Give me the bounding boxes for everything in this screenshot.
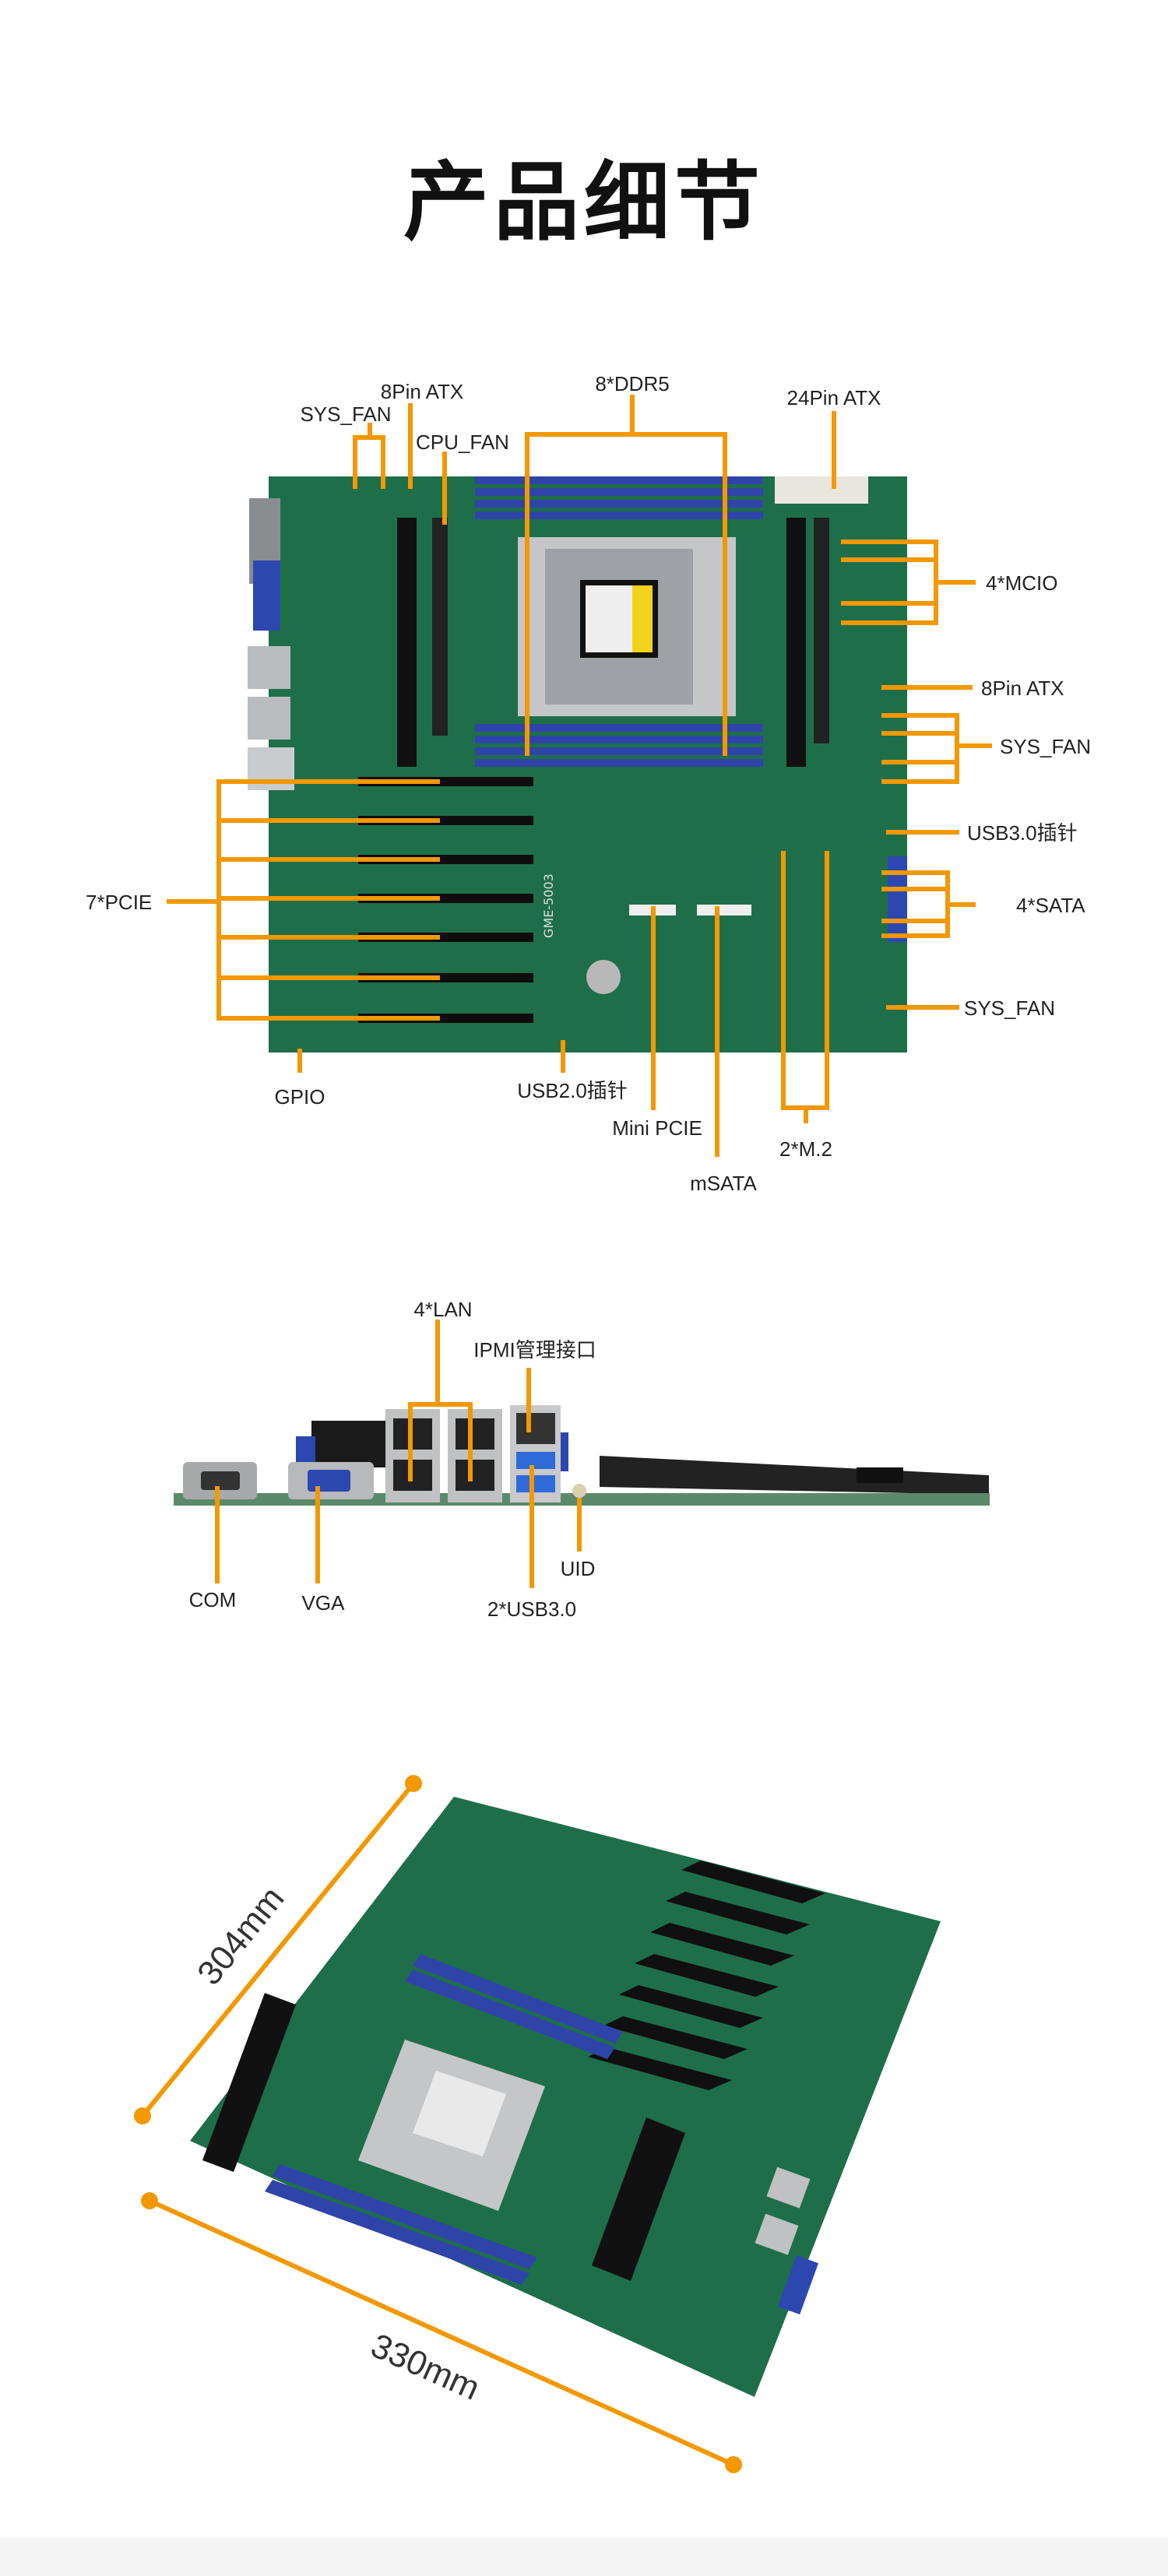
label-sys-fan-bottom: SYS_FAN: [964, 996, 1055, 1020]
label-cpu-fan: CPU_FAN: [416, 431, 509, 454]
page-footer-bar: [0, 2538, 1168, 2576]
label-uid: UID: [561, 1557, 596, 1580]
label-usb30: 2*USB3.0: [487, 1597, 576, 1621]
label-pcie: 7*PCIE: [86, 891, 152, 914]
callout-lines-top: [167, 395, 992, 1157]
label-mini-pcie: Mini PCIE: [612, 1116, 702, 1140]
label-sys-fan-right: SYS_FAN: [1000, 735, 1091, 758]
dimension-lines: [134, 1775, 742, 2473]
dimm-slots-bottom: [475, 724, 763, 767]
label-8pin-atx-right: 8Pin ATX: [981, 677, 1064, 700]
label-sys-fan-top: SYS_FAN: [300, 402, 391, 426]
motherboard-io-view: [174, 1405, 990, 1506]
label-usb30-header: USB3.0插针: [967, 821, 1078, 845]
label-24pin-atx: 24Pin ATX: [787, 386, 881, 409]
callout-lines-io: [215, 1320, 582, 1588]
label-sata: 4*SATA: [1016, 894, 1085, 917]
label-ddr5: 8*DDR5: [595, 372, 669, 395]
width-dimension-label: 304mm: [190, 1879, 291, 1992]
label-com: COM: [189, 1588, 237, 1611]
label-vga: VGA: [302, 1591, 346, 1615]
vrm-right: [786, 518, 829, 767]
cpu-socket: [518, 537, 736, 716]
label-8pin-atx-top: 8Pin ATX: [381, 380, 463, 403]
label-gpio: GPIO: [274, 1085, 325, 1109]
page-title: 产品细节: [403, 153, 765, 252]
width-dimension-line: [139, 1780, 417, 2120]
label-ipmi: IPMI管理接口: [473, 1338, 596, 1362]
length-dimension-label: 330mm: [365, 2326, 485, 2407]
label-lan: 4*LAN: [413, 1298, 472, 1321]
vrm-left: [397, 518, 448, 767]
label-msata: mSATA: [690, 1172, 757, 1195]
label-usb20-header: USB2.0插针: [517, 1079, 628, 1102]
label-mcio: 4*MCIO: [986, 571, 1057, 595]
dimm-slots-top: [475, 476, 763, 519]
label-m2: 2*M.2: [779, 1137, 832, 1161]
motherboard-top-view: GME-5003: [248, 476, 907, 1053]
motherboard-iso-view: [190, 1797, 941, 2397]
board-silkscreen: GME-5003: [541, 873, 556, 938]
length-dimension-line: [146, 2198, 737, 2468]
